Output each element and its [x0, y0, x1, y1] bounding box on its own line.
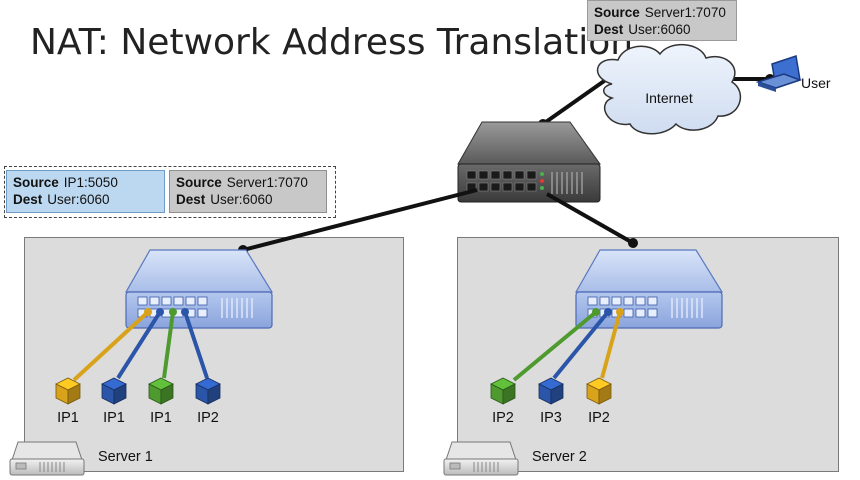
container-cube-icon	[55, 377, 81, 405]
dest-value: User:6060	[47, 192, 110, 207]
server1-container-links	[72, 308, 209, 382]
source-value: Server1:7070	[644, 5, 726, 20]
server1-containers: IP1 IP1 IP1 IP2	[55, 377, 221, 426]
source-value: IP1:5050	[63, 175, 118, 190]
internet-cloud	[596, 43, 742, 135]
container-cube-icon	[195, 377, 221, 405]
user-label: User	[801, 75, 831, 91]
container-ip-label: IP1	[57, 410, 79, 426]
cable-to-server2	[546, 192, 638, 248]
translation-header-group	[4, 166, 336, 218]
dest-key: Dest	[13, 192, 43, 207]
server1-label: Server 1	[98, 449, 153, 465]
server2-hardware-icon	[443, 441, 519, 476]
container-cube-icon	[148, 377, 174, 405]
server1-hardware-icon	[9, 441, 85, 476]
container-cube-icon	[586, 377, 612, 405]
source-key: Source	[13, 175, 59, 190]
cable-to-server1	[238, 188, 478, 255]
server2-containers: IP2 IP3 IP2	[490, 377, 612, 426]
server1-switch-icon	[124, 249, 274, 329]
container-ip-label: IP2	[197, 410, 219, 426]
container-ip-label: IP1	[103, 410, 125, 426]
internet-label: Internet	[645, 90, 693, 106]
server2-label: Server 2	[532, 449, 587, 465]
container-ip-label: IP3	[540, 410, 562, 426]
nat-router-icon	[457, 121, 601, 203]
internet-packet-header: Source Server1:7070 Dest User:6060	[587, 0, 737, 41]
container-ip-label: IP2	[588, 410, 610, 426]
laptop-icon	[755, 55, 803, 92]
container-cube-icon	[490, 377, 516, 405]
page-title: NAT: Network Address Translation	[30, 22, 634, 63]
source-key: Source	[176, 175, 222, 190]
dest-value: User:6060	[210, 192, 273, 207]
dest-value: User:6060	[628, 22, 691, 37]
source-value: Server1:7070	[226, 175, 308, 190]
dest-key: Dest	[176, 192, 206, 207]
dest-key: Dest	[594, 22, 624, 37]
source-key: Source	[594, 5, 640, 20]
inside-packet-header: Source IP1:5050 Dest User:6060	[6, 170, 165, 213]
container-cube-icon	[101, 377, 127, 405]
server2-switch-icon	[574, 249, 724, 329]
container-ip-label: IP1	[150, 410, 172, 426]
translated-packet-header: Source Server1:7070 Dest User:6060	[169, 170, 327, 213]
container-ip-label: IP2	[492, 410, 514, 426]
server2-container-links	[512, 308, 624, 382]
container-cube-icon	[538, 377, 564, 405]
